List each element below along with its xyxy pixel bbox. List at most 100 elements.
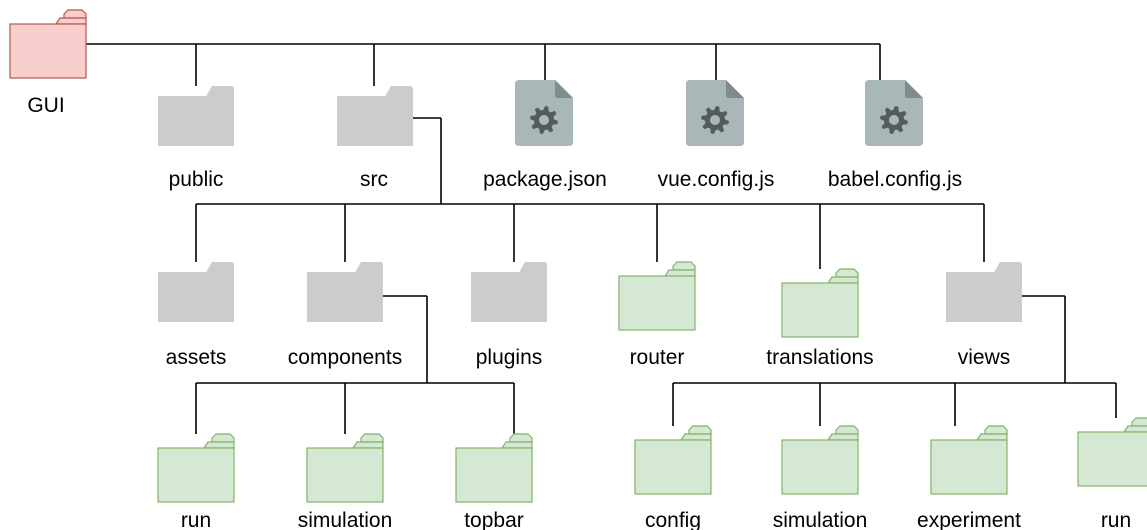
node-label: package.json bbox=[483, 168, 607, 191]
node-label: translations bbox=[766, 346, 873, 369]
tree-node-gui[interactable]: GUI bbox=[9, 9, 87, 117]
folder-body bbox=[337, 96, 413, 146]
tree-node-comp-run[interactable]: run bbox=[157, 433, 235, 530]
tree-node-vue-config[interactable]: vue.config.js bbox=[658, 80, 775, 191]
folder-tab bbox=[672, 261, 696, 271]
folder-body bbox=[455, 447, 533, 503]
folder-icon bbox=[9, 9, 87, 79]
folder-body bbox=[781, 439, 859, 495]
tree-node-views[interactable]: views bbox=[946, 262, 1022, 369]
tree-node-assets[interactable]: assets bbox=[158, 262, 234, 369]
tree-node-src[interactable]: src bbox=[337, 86, 413, 191]
gear-hole bbox=[889, 115, 899, 125]
file-corner-fold bbox=[555, 80, 573, 98]
folder-icon bbox=[781, 268, 859, 338]
folder-tab bbox=[984, 425, 1008, 435]
folder-tab bbox=[835, 268, 859, 278]
tree-node-views-experiment[interactable]: experiment bbox=[917, 425, 1021, 530]
folder-icon bbox=[306, 433, 384, 503]
folder-tab-step bbox=[826, 433, 859, 441]
folder-tab-step bbox=[500, 441, 533, 449]
folder-tab-step bbox=[826, 276, 859, 284]
folder-body bbox=[618, 275, 696, 331]
folder-tab-step bbox=[1122, 425, 1147, 433]
folder-icon bbox=[455, 433, 533, 503]
node-label: views bbox=[958, 346, 1011, 369]
gear-hole bbox=[710, 115, 720, 125]
node-label: plugins bbox=[476, 346, 543, 369]
folder-icon bbox=[930, 425, 1008, 495]
folder-tab-step bbox=[54, 17, 87, 25]
folder-icon bbox=[781, 425, 859, 495]
folder-tab bbox=[1131, 417, 1147, 427]
tree-node-views-config[interactable]: config bbox=[634, 425, 712, 530]
config-file-icon bbox=[686, 80, 744, 146]
folder-icon bbox=[618, 261, 696, 331]
folder-body bbox=[634, 439, 712, 495]
node-label: public bbox=[169, 168, 224, 191]
folder-icon bbox=[307, 262, 383, 322]
folder-icon bbox=[471, 262, 547, 322]
folder-icon bbox=[158, 86, 234, 146]
node-label: src bbox=[360, 168, 388, 191]
folder-icon bbox=[1077, 417, 1147, 487]
tree-node-views-simulation[interactable]: simulation bbox=[773, 425, 868, 530]
folder-body bbox=[946, 272, 1022, 322]
node-label: simulation bbox=[773, 509, 868, 530]
folder-icon bbox=[157, 433, 235, 503]
node-label: simulation bbox=[298, 509, 393, 530]
folder-tab bbox=[509, 433, 533, 443]
folder-icon bbox=[946, 262, 1022, 322]
folder-body bbox=[471, 272, 547, 322]
node-label: components bbox=[288, 346, 402, 369]
tree-node-translations[interactable]: translations bbox=[766, 268, 874, 369]
tree-node-comp-simulation[interactable]: simulation bbox=[298, 433, 393, 530]
folder-body bbox=[1077, 431, 1147, 487]
file-corner-fold bbox=[905, 80, 923, 98]
folder-icon bbox=[634, 425, 712, 495]
tree-connectors bbox=[84, 43, 1117, 434]
config-file-icon bbox=[515, 80, 573, 146]
tree-node-babel-config[interactable]: babel.config.js bbox=[828, 80, 962, 191]
folder-body bbox=[158, 96, 234, 146]
folder-tab-step bbox=[202, 441, 235, 449]
node-label: run bbox=[1101, 509, 1131, 530]
folder-body bbox=[930, 439, 1008, 495]
tree-node-components[interactable]: components bbox=[288, 262, 402, 369]
folder-tab-step bbox=[663, 269, 696, 277]
gear-hole bbox=[539, 115, 549, 125]
folder-tab-step bbox=[351, 441, 384, 449]
tree-node-package-json[interactable]: package.json bbox=[483, 80, 607, 191]
folder-icon bbox=[158, 262, 234, 322]
node-label: router bbox=[630, 346, 685, 369]
tree-node-plugins[interactable]: plugins bbox=[471, 262, 547, 369]
config-file-icon bbox=[865, 80, 923, 146]
tree-node-router[interactable]: router bbox=[618, 261, 696, 369]
folder-body bbox=[9, 23, 87, 79]
tree-node-comp-topbar[interactable]: topbar bbox=[455, 433, 533, 530]
folder-tab-step bbox=[975, 433, 1008, 441]
node-label: assets bbox=[166, 346, 227, 369]
tree-node-public[interactable]: public bbox=[158, 86, 234, 191]
folder-tab bbox=[211, 433, 235, 443]
folder-tab-step bbox=[679, 433, 712, 441]
folder-tab bbox=[63, 9, 87, 19]
node-label: config bbox=[645, 509, 701, 530]
folder-body bbox=[157, 447, 235, 503]
node-label: experiment bbox=[917, 509, 1021, 530]
folder-tab bbox=[835, 425, 859, 435]
node-label: vue.config.js bbox=[658, 168, 775, 191]
folder-body bbox=[306, 447, 384, 503]
node-label: babel.config.js bbox=[828, 168, 962, 191]
folder-body bbox=[158, 272, 234, 322]
file-corner-fold bbox=[726, 80, 744, 98]
folder-icon bbox=[337, 86, 413, 146]
tree-node-views-run[interactable]: run bbox=[1077, 417, 1147, 530]
folder-tab bbox=[360, 433, 384, 443]
node-label: GUI bbox=[27, 94, 64, 117]
folder-tab bbox=[688, 425, 712, 435]
node-label: topbar bbox=[464, 509, 524, 530]
folder-body bbox=[781, 282, 859, 338]
folder-body bbox=[307, 272, 383, 322]
